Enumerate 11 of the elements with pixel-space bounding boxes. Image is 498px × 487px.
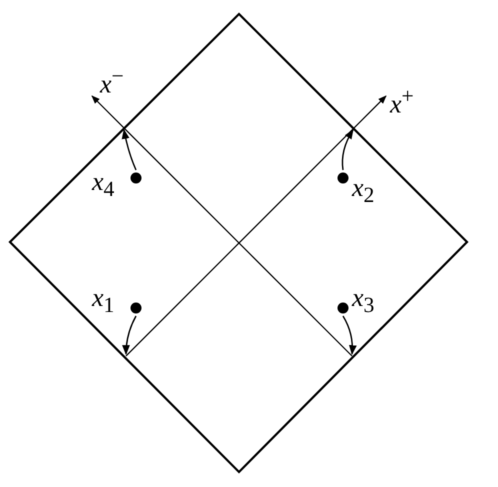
curved-arrow [122,316,137,355]
point-label: x$_{3}$ [352,284,374,320]
diamond-shape [10,14,467,472]
curved-arrow [342,129,354,170]
point-label: x$_{1}$ [92,284,114,320]
axis-label: x$^{+}$ [390,83,414,119]
curved-arrow [122,129,137,170]
point-label: x$_{2}$ [352,174,374,210]
axis-label: x$^{−}$ [100,63,124,99]
curved-arrow [342,316,357,355]
point-label: x$_{4}$ [92,168,114,204]
